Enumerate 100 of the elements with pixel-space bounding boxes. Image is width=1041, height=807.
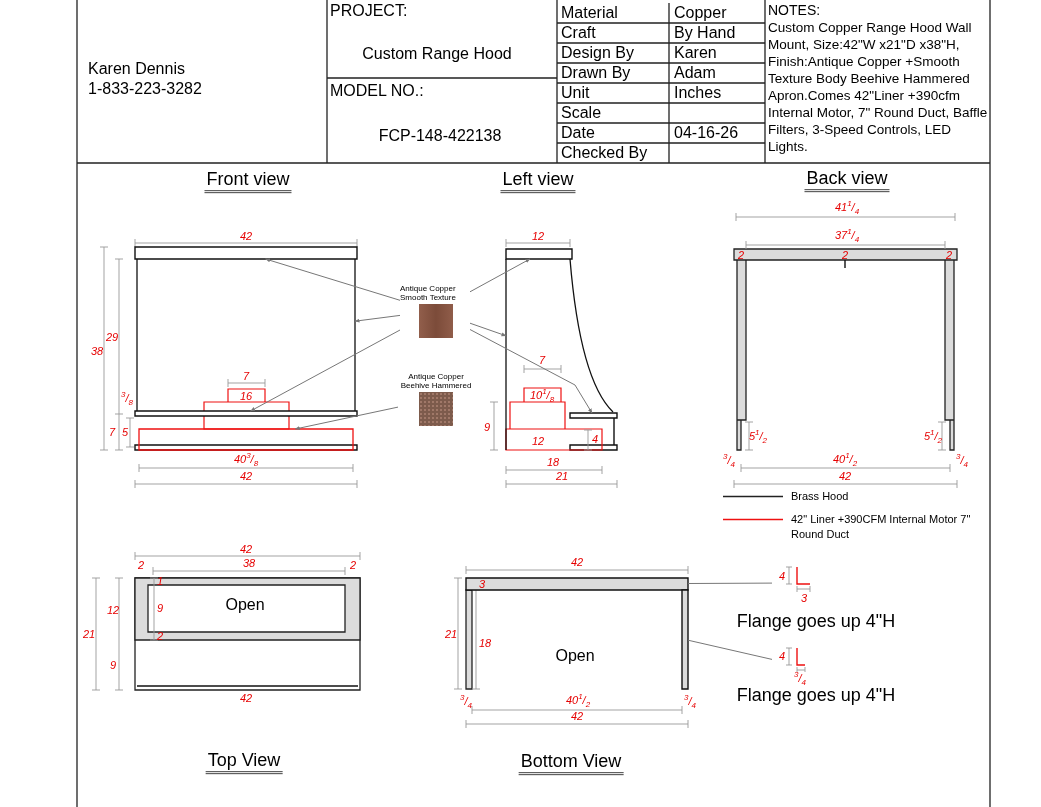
title-block-text: FCP-148-422138 [378,126,502,146]
material-sample [398,372,474,426]
leader-line [265,258,401,301]
title-block-text: Checked By [561,143,648,163]
dimension-label: 12 [106,604,120,616]
flange-note: Flange goes up 4"H [736,610,896,632]
side-leg [681,589,689,690]
dimension-label: 41$^{1}$/$_{4}$ [834,201,860,213]
title-block-text: Design By [561,43,634,63]
title-block-text: Unit [561,83,590,103]
view-title: Top View [205,750,283,774]
view-title: Back view [804,168,890,192]
dimension-label: 37$^{1}$/$_{4}$ [834,229,860,241]
leader-line [469,329,593,414]
title-block-text: Copper [674,3,727,23]
material-label: Antique Copper Beehive Hammered [399,372,473,390]
title-block-text: PROJECT: [330,1,408,21]
notes-paragraph: Custom Copper Range Hood Wall Mount, Size:42"W x21"D x38"H, Finish:Antique Copper +Smooth Texture Body Beehive Hammered Apron.Comes 42"Liner +390cfm Internal Motor, 7" Round Duct, Baffle Filters, 3-Speed Controls, LED Lights. [768,19,989,155]
dimension-label: 4 [778,570,786,582]
title-block-text: Drawn By [561,63,631,83]
dimension-label: 16 [239,390,253,402]
liner-outline [138,428,354,451]
title-block-text: 04-16-26 [674,123,739,143]
dimension-label: 9 [483,421,491,433]
legend-text: Brass Hood [791,489,850,504]
title-block-text: Craft [561,23,596,43]
title-block-text: By Hand [674,23,736,43]
title-block-text: Custom Range Hood [362,44,512,64]
dimension-label: $^{3}$/$_{4}$ [460,695,472,707]
title-block-text: Date [561,123,595,143]
dimension-label: 40$^{1}$/$_{2}$ [565,694,591,706]
dimension-label: 4 [591,433,599,445]
legend-text: 42" Liner +390CFM Internal Motor 7" Round Duct [791,512,972,542]
dimension-label: 12 [531,230,545,242]
opening-label: Open [555,646,595,666]
dimension-label: $^{3}$/$_{4}$ [956,454,968,466]
title-block-text: Adam [674,63,716,83]
dimension-label: 42 [239,543,253,555]
hood-side-outline [505,258,614,451]
dimension-label: 2 [349,559,357,571]
dimension-label: $^{3}$/$_{8}$ [121,392,133,404]
dimension-label: $^{3}$/$_{4}$ [684,695,696,707]
leader-line [354,314,401,323]
notes-heading: NOTES: [768,1,821,19]
dimension-label: 18 [478,637,492,649]
opening-label: Open [225,595,265,615]
dimension-label: 21 [444,628,458,640]
dimension-label: 9 [156,602,164,614]
title-block-text: Material [561,3,618,23]
leader-line [687,639,773,660]
dimension-label: 7 [108,426,116,438]
dimension-label: 5 [121,426,129,438]
dimension-label: 42 [239,230,253,242]
hood-top-band [134,246,358,260]
dimension-label: 3 [478,578,486,590]
dimension-label: 10$^{1}$/$_{8}$ [529,389,555,401]
dimension-label: 21 [82,628,96,640]
title-block-text: 1-833-223-3282 [88,79,202,99]
dimension-label: 5$^{1}$/$_{2}$ [748,430,768,442]
flange-note: Flange goes up 4"H [736,684,896,706]
dimension-label: 12 [531,435,545,447]
title-block-text: Inches [674,83,722,103]
title-block-text: Scale [561,103,602,123]
leader-line [469,258,531,293]
leader-line [687,582,773,584]
dimension-label: 29 [105,331,119,343]
dimension-label: 7 [242,370,250,382]
leader-line [469,322,507,337]
dimension-label: $^{3}$/$_{4}$ [723,454,735,466]
dimension-label: $^{3}$/$_{4}$ [794,672,806,684]
dimension-label: 42 [570,556,584,568]
dimension-label: 42 [239,692,253,704]
dimension-label: 5$^{1}$/$_{2}$ [923,430,943,442]
leader-line [294,406,399,430]
dimension-label: 42 [838,470,852,482]
title-block-text: MODEL NO.: [330,81,424,101]
hood-top-band [505,248,573,260]
dimension-label: 38 [242,557,256,569]
dimension-label: 1 [156,575,164,587]
dimension-label: 40$^{1}$/$_{2}$ [832,453,858,465]
material-label: Antique Copper Smooth Texture [400,284,457,302]
view-title: Front view [204,169,292,193]
flange-strip [465,577,689,591]
dimension-label: 42 [239,470,253,482]
dimension-label: 4 [778,650,786,662]
title-block-text: Karen [674,43,717,63]
dimension-label: 2 [156,630,164,642]
hood-lower-band [134,410,358,417]
dimension-label: 2 [137,559,145,571]
hood-body-outline [136,258,356,412]
dimension-label: 38 [90,345,104,357]
dimension-label: 21 [555,470,569,482]
leader-line [250,329,401,412]
view-title: Bottom View [518,751,624,775]
title-block-text: Karen Dennis [88,59,185,79]
dimension-label: 42 [570,710,584,722]
view-title: Left view [500,169,576,193]
dimension-label: 2 [841,249,849,261]
dimension-label: 2 [737,249,745,261]
dimension-label: 2 [945,249,953,261]
